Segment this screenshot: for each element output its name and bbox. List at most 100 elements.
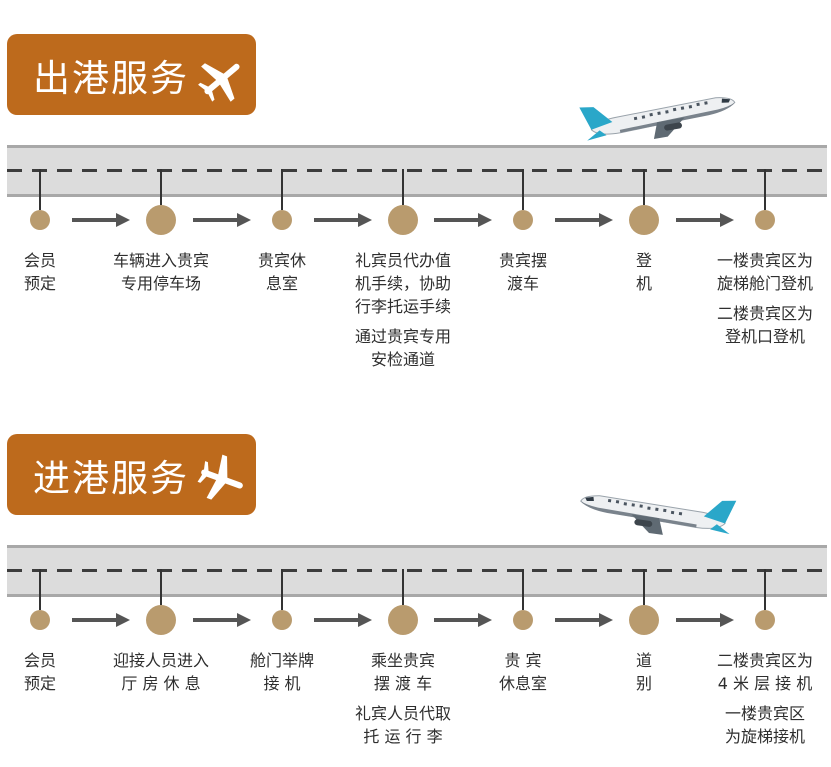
step-connector (522, 169, 524, 210)
step-note-line: 为旋梯接机 (724, 727, 805, 746)
step-label-line: 休息室 (498, 674, 547, 693)
step-label-line: 厅 房 休 息 (121, 674, 201, 693)
step-connector (39, 569, 41, 610)
arrow-right-icon (71, 213, 130, 227)
step-label-line: 二楼贵宾区为 (716, 651, 813, 670)
step-connector (764, 569, 766, 610)
step-label: 一楼贵宾区为旋梯舱门登机二楼贵宾区为登机口登机 (690, 249, 831, 348)
step-label-line: 机手续，协助 (354, 274, 451, 293)
step-label-line: 4 米 层 接 机 (717, 674, 813, 693)
step-label-line: 接 机 (263, 674, 301, 693)
step-label: 车辆进入贵宾专用停车场 (86, 249, 236, 295)
arrival-title: 进港服务 (33, 457, 189, 500)
step-label: 会员预定 (0, 649, 115, 695)
step-marker (513, 610, 533, 630)
step-marker (755, 610, 775, 630)
step-label-line: 礼宾员代办值 (354, 251, 451, 270)
arrow-right-icon (71, 613, 130, 627)
airplane-icon (197, 454, 243, 500)
step-label: 二楼贵宾区为 4 米 层 接 机一楼贵宾区为旋梯接机 (690, 649, 831, 748)
step-label-line: 预定 (23, 274, 56, 293)
step-label-line: 道 (635, 651, 652, 670)
step-label-line: 渡车 (506, 274, 539, 293)
step-label: 礼宾员代办值机手续，协助行李托运手续通过贵宾专用安检通道 (328, 249, 478, 371)
step-marker (146, 205, 176, 235)
step-label-line: 专用停车场 (120, 274, 201, 293)
step-connector (39, 169, 41, 210)
step-label: 贵 宾休息室 (448, 649, 598, 695)
step-marker (388, 605, 418, 635)
arrival-title-box: 进港服务 (7, 434, 256, 515)
step-marker (30, 610, 50, 630)
step-label-line: 别 (635, 674, 652, 693)
step-marker (629, 205, 659, 235)
arrow-right-icon (313, 613, 372, 627)
arrow-right-icon (675, 213, 734, 227)
arrow-right-icon (192, 613, 251, 627)
step-connector (160, 169, 162, 205)
step-note-line: 二楼贵宾区为 (716, 304, 813, 323)
step-connector (281, 569, 283, 610)
step-label-line: 贵宾休 (257, 251, 306, 270)
step-label-line: 会员 (23, 651, 56, 670)
step-label: 舱门举牌接 机 (207, 649, 357, 695)
step-connector (281, 169, 283, 210)
step-label-line: 迎接人员进入 (112, 651, 209, 670)
step-label-line: 息室 (265, 274, 298, 293)
arrow-right-icon (554, 213, 613, 227)
step-label-line: 贵宾摆 (498, 251, 547, 270)
arrival-runway (7, 545, 827, 597)
step-label-line: 登 (635, 251, 652, 270)
arrow-right-icon (313, 213, 372, 227)
step-marker (272, 610, 292, 630)
step-note-line: 一楼贵宾区 (724, 704, 805, 723)
step-note-line: 礼宾人员代取 (354, 704, 451, 723)
arrow-right-icon (192, 213, 251, 227)
departure-title-box: 出港服务 (7, 34, 256, 115)
departure-runway (7, 145, 827, 197)
step-label-line: 舱门举牌 (249, 651, 314, 670)
step-connector (643, 569, 645, 605)
arrow-right-icon (675, 613, 734, 627)
step-connector (402, 569, 404, 605)
step-label-line: 摆 渡 车 (373, 674, 433, 693)
step-label: 贵宾摆渡车 (448, 249, 598, 295)
step-marker (146, 605, 176, 635)
step-note-line: 通过贵宾专用 (354, 327, 451, 346)
step-note-line: 安检通道 (370, 350, 435, 369)
arrow-right-icon (434, 613, 492, 627)
step-label-line: 车辆进入贵宾 (112, 251, 209, 270)
step-label: 迎接人员进入厅 房 休 息 (86, 649, 236, 695)
step-label: 会员预定 (0, 249, 115, 295)
arrow-right-icon (554, 613, 613, 627)
step-label: 贵宾休息室 (207, 249, 357, 295)
arrow-right-icon (434, 213, 492, 227)
step-marker (513, 210, 533, 230)
step-label-line: 乘坐贵宾 (370, 651, 435, 670)
step-marker (388, 205, 418, 235)
airplane-icon (198, 63, 240, 102)
step-note-line: 登机口登机 (724, 327, 805, 346)
step-note-line: 托 运 行 李 (363, 727, 443, 746)
step-label-line: 旋梯舱门登机 (716, 274, 813, 293)
step-marker (30, 210, 50, 230)
runway-center-line (7, 569, 827, 572)
step-marker (755, 210, 775, 230)
departure-section: 出港服务 (0, 0, 831, 369)
step-label: 登机 (569, 249, 719, 295)
step-label: 道别 (569, 649, 719, 695)
step-label: 乘坐贵宾摆 渡 车礼宾人员代取托 运 行 李 (328, 649, 478, 748)
arriving-airplane-image (580, 495, 737, 535)
step-connector (764, 169, 766, 210)
departing-airplane-image (579, 97, 736, 141)
step-marker (272, 210, 292, 230)
step-marker (629, 605, 659, 635)
step-connector (160, 569, 162, 605)
step-label-line: 行李托运手续 (354, 297, 451, 316)
step-connector (643, 169, 645, 205)
step-label-line: 贵 宾 (504, 651, 542, 670)
step-label-line: 机 (635, 274, 652, 293)
runway-center-line (7, 169, 827, 172)
step-label-line: 预定 (23, 674, 56, 693)
step-connector (522, 569, 524, 610)
